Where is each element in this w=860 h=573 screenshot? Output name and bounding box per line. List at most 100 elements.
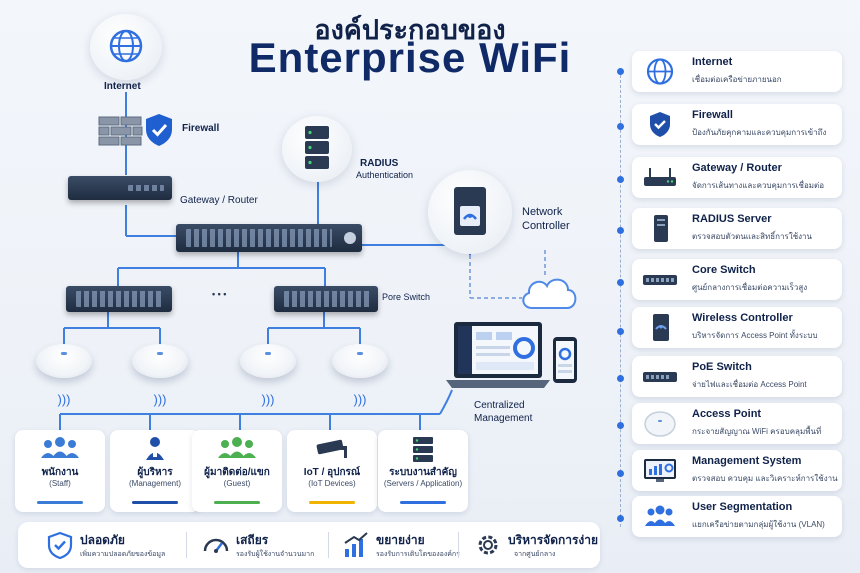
poe-switch-icon xyxy=(643,372,677,382)
component-title: Management System xyxy=(692,455,802,467)
benefit-subtitle: รองรับการเติบโตขององค์กร xyxy=(376,551,460,558)
component-desc: ป้องกันภัยคุกคามและควบคุมการเข้าถึง xyxy=(692,128,827,137)
controller-icon xyxy=(454,187,486,235)
poe-switch-left xyxy=(66,286,172,312)
component-desc: ศูนย์กลางการเชื่อมต่อความเร็วสูง xyxy=(692,283,808,292)
wifi-signal-icon: ))) xyxy=(261,392,275,407)
globe-icon xyxy=(109,29,143,63)
shield-icon xyxy=(146,114,172,146)
component-title: User Segmentation xyxy=(692,501,793,513)
component-poe-switch: PoE Switch จ่ายไฟและเชื่อมต่อ Access Poi… xyxy=(632,356,842,397)
user-group-subtitle: (IoT Devices) xyxy=(308,479,356,488)
access-point-4 xyxy=(332,344,388,378)
user-group-title: ระบบงานสำคัญ xyxy=(389,467,457,478)
servers-icon xyxy=(413,437,433,462)
globe-icon xyxy=(646,58,674,85)
wifi-signal-icon: ))) xyxy=(153,392,167,407)
radius-label-line1: RADIUS xyxy=(360,158,399,169)
gear-icon xyxy=(478,535,498,555)
user-group-subtitle: (Servers / Application) xyxy=(383,479,463,488)
speedometer-icon xyxy=(203,538,229,553)
component-title: Firewall xyxy=(692,109,733,121)
controller-label-line2: Controller xyxy=(522,220,570,232)
user-group-servers: ระบบงานสำคัญ (Servers / Application) xyxy=(378,430,468,512)
component-desc: บริหารจัดการ Access Point ทั้งระบบ xyxy=(692,331,818,340)
connector-dot xyxy=(617,123,624,130)
component-title: RADIUS Server xyxy=(692,213,772,225)
firewall-brick-icon xyxy=(98,116,143,146)
component-title: Internet xyxy=(692,56,733,68)
divider xyxy=(458,532,459,558)
user-group-title: พนักงาน xyxy=(41,467,79,478)
component-title: Gateway / Router xyxy=(692,162,782,174)
benefit-subtitle: จากศูนย์กลาง xyxy=(514,551,556,558)
color-bar xyxy=(37,501,83,504)
switch-icon xyxy=(643,275,677,285)
color-bar xyxy=(214,501,260,504)
component-list-line xyxy=(620,75,622,527)
user-group-title: ผู้มาติดต่อ/แขก xyxy=(204,467,270,478)
shield-check-icon xyxy=(47,531,73,559)
connector-dot xyxy=(617,328,624,335)
component-title: Access Point xyxy=(692,408,762,420)
camera-icon xyxy=(316,439,347,458)
connector-dot xyxy=(617,515,624,522)
controller-label-line1: Network xyxy=(522,206,563,218)
connector-dot xyxy=(617,68,624,75)
management-label-line2: Management xyxy=(474,413,533,424)
component-desc: ตรวจสอบตัวตนและสิทธิ์การใช้งาน xyxy=(692,232,813,241)
access-point-1 xyxy=(36,344,92,378)
benefit-title: ขยายง่าย xyxy=(376,533,425,547)
component-management-system: Management System ตรวจสอบ ควบคุม และวิเค… xyxy=(632,450,842,491)
component-desc: แยกเครือข่ายตามกลุ่มผู้ใช้งาน (VLAN) xyxy=(692,520,825,529)
phone-dashboard-icon xyxy=(553,337,577,383)
user-group-subtitle: (Staff) xyxy=(49,479,71,488)
cloud-icon xyxy=(522,278,577,309)
connector-dot xyxy=(617,422,624,429)
server-icon xyxy=(305,126,329,169)
access-point-3 xyxy=(240,344,296,378)
component-title: PoE Switch xyxy=(692,361,752,373)
component-core-switch: Core Switch ศูนย์กลางการเชื่อมต่อความเร็… xyxy=(632,259,842,300)
user-group-subtitle: (Guest) xyxy=(223,479,251,488)
user-group-iot: IoT / อุปกรณ์ (IoT Devices) xyxy=(287,430,377,512)
wifi-signal-icon: ))) xyxy=(353,392,367,407)
gateway-router xyxy=(68,176,172,200)
benefit-title: ปลอดภัย xyxy=(80,533,125,547)
benefit-subtitle: รองรับผู้ใช้งานจำนวนมาก xyxy=(236,551,315,558)
core-switch xyxy=(176,224,362,252)
component-firewall: Firewall ป้องกันภัยคุกคามและควบคุมการเข้… xyxy=(632,104,842,145)
component-desc: กระจายสัญญาณ WiFi ครอบคลุมพื้นที่ xyxy=(692,427,822,436)
gateway-label: Gateway / Router xyxy=(180,195,258,206)
poe-switch-right xyxy=(274,286,378,312)
user-group-title: ผู้บริหาร xyxy=(137,467,173,478)
access-point-icon xyxy=(644,411,676,437)
connector-dot xyxy=(617,227,624,234)
ellipsis-more-switches: • • • xyxy=(212,289,227,299)
component-desc: จัดการเส้นทางและควบคุมการเชื่อมต่อ xyxy=(692,181,825,190)
internet-label: Internet xyxy=(104,81,141,92)
component-internet: Internet เชื่อมต่อเครือข่ายภายนอก xyxy=(632,51,842,92)
divider xyxy=(328,532,329,558)
color-bar xyxy=(309,501,355,504)
firewall-label: Firewall xyxy=(182,123,220,134)
growth-chart-icon xyxy=(344,532,368,557)
server-icon xyxy=(654,215,668,242)
radius-label-line2: Authentication xyxy=(356,170,414,180)
benefits-bar: ปลอดภัย เพิ่มความปลอดภัยของข้อมูล เสถียร… xyxy=(18,522,600,568)
dashboard-icon xyxy=(644,459,676,482)
component-desc: เชื่อมต่อเครือข่ายภายนอก xyxy=(692,75,782,84)
access-point-2 xyxy=(132,344,188,378)
poe-switch-label: Pore Switch xyxy=(382,292,431,302)
internet-node xyxy=(90,14,162,80)
controller-icon xyxy=(653,314,669,341)
user-group-title: IoT / อุปกรณ์ xyxy=(303,467,361,478)
title-thai: องค์ประกอบของ xyxy=(314,15,506,45)
connector-dot xyxy=(617,279,624,286)
component-desc: ตรวจสอบ ควบคุม และวิเคราะห์การใช้งาน xyxy=(692,474,838,483)
color-bar xyxy=(400,501,446,504)
management-label-line1: Centralized xyxy=(474,400,525,411)
user-group-icon xyxy=(645,505,675,526)
component-title: Core Switch xyxy=(692,264,756,276)
people-icon xyxy=(41,437,79,458)
